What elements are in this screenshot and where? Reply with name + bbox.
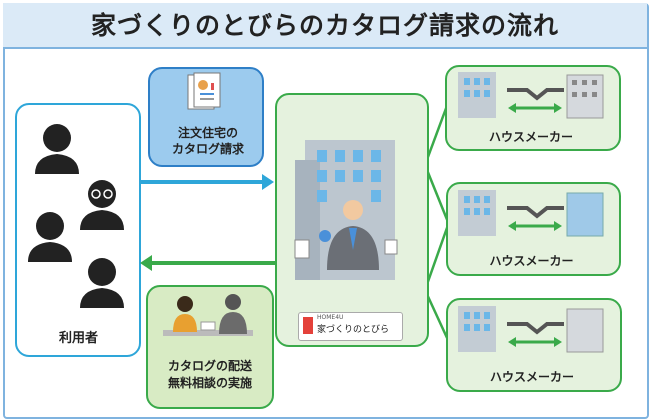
logo-badge bbox=[298, 312, 403, 341]
consultation-icon bbox=[163, 294, 253, 336]
logo-main-text: 家づくりのとびら bbox=[317, 325, 390, 335]
partnership-illustration bbox=[458, 306, 604, 353]
response-line2: 無料相談の実施 bbox=[167, 376, 252, 390]
request-line2: カタログ請求 bbox=[171, 142, 244, 156]
maker-label-1: ハウスメーカー bbox=[488, 130, 573, 144]
office-building-icon bbox=[294, 140, 398, 280]
response-line1: カタログの配送 bbox=[167, 359, 252, 373]
partnership-illustration bbox=[458, 72, 604, 119]
response-bubble bbox=[146, 285, 274, 409]
maker-label-3: ハウスメーカー bbox=[489, 370, 574, 384]
page-title: 家づくりのとびらのカタログ請求の流れ bbox=[90, 11, 559, 40]
maker-label-2: ハウスメーカー bbox=[489, 254, 574, 268]
user-box bbox=[15, 103, 141, 357]
user-label: 利用者 bbox=[58, 331, 98, 346]
title-bar bbox=[3, 3, 647, 49]
partnership-illustration bbox=[458, 190, 604, 237]
users-icon bbox=[28, 124, 124, 308]
catalog-document-icon bbox=[187, 72, 221, 110]
logo-mark-icon bbox=[303, 317, 313, 334]
logo-small-text: HOME4U bbox=[317, 314, 344, 321]
flow-arrows bbox=[140, 174, 275, 271]
request-line1: 注文住宅の bbox=[177, 126, 238, 140]
